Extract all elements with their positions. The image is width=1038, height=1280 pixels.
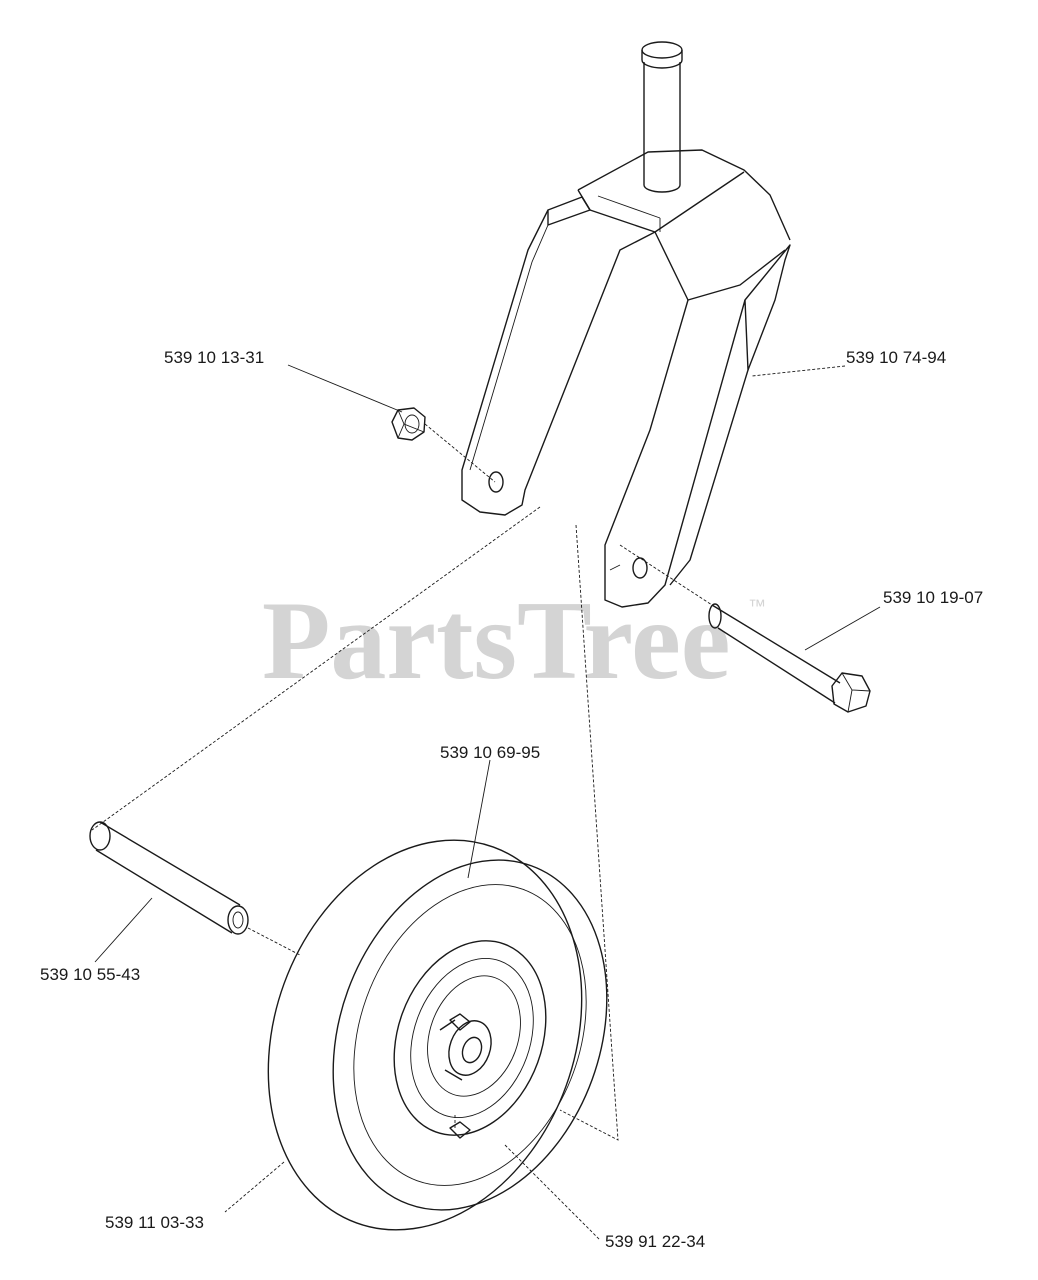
callout-leaders [94, 364, 881, 1241]
spacer-tube [89, 821, 249, 935]
callout-wheel: 539 11 03-33 [105, 1213, 204, 1232]
lock-nut [391, 407, 426, 441]
watermark: PartsTree [262, 579, 731, 703]
callout-fitting: 539 91 22-34 [605, 1232, 705, 1251]
axle-bolt [708, 603, 871, 713]
callout-tire: 539 10 69-95 [440, 743, 540, 762]
callout-bolt: 539 10 19-07 [883, 588, 983, 607]
callout-spacer: 539 10 55-43 [40, 965, 140, 984]
callout-fork: 539 10 74-94 [846, 348, 946, 367]
wheel-tire-assembly [267, 839, 608, 1231]
callout-nut: 539 10 13-31 [164, 348, 264, 367]
assembly-lines [91, 423, 713, 1141]
watermark-trademark: ™ [748, 596, 766, 616]
caster-fork [461, 41, 791, 608]
